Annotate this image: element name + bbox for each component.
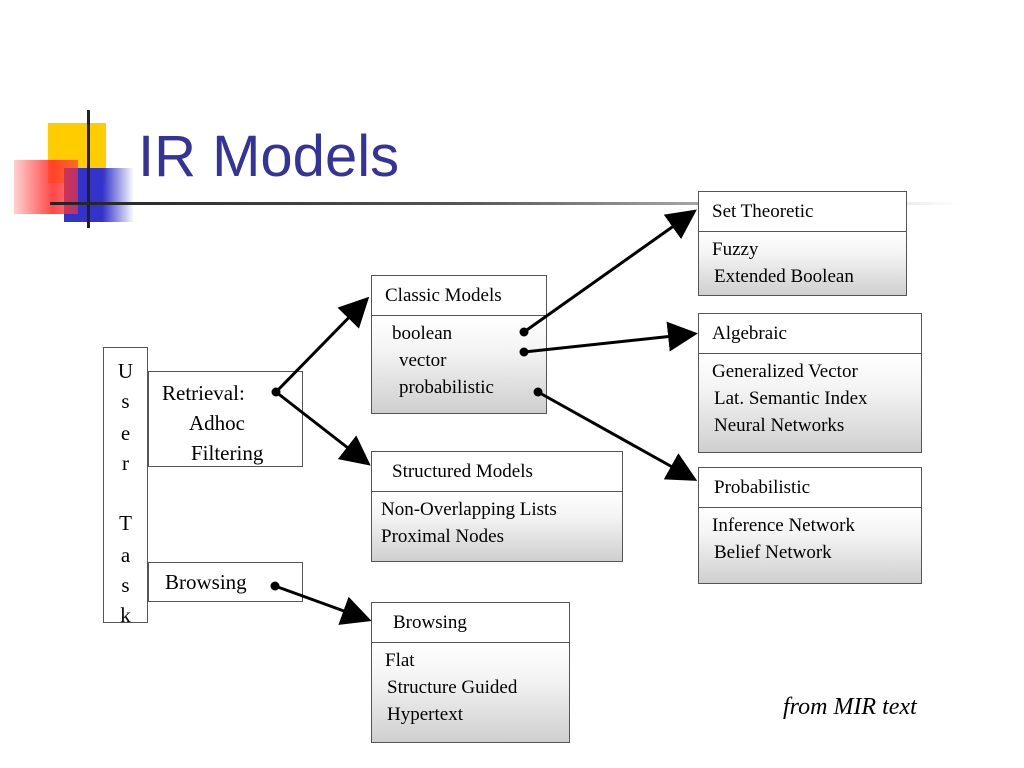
- probabilistic-header: Probabilistic: [699, 468, 921, 508]
- algebraic-item-lsi: Lat. Semantic Index: [714, 388, 868, 409]
- dot-vector: [519, 347, 529, 357]
- retrieval-adhoc: Adhoc: [189, 411, 245, 435]
- probabilistic-body: Inference Network Belief Network: [699, 508, 921, 583]
- browsing-item-flat: Flat: [385, 650, 415, 671]
- algebraic-body: Generalized Vector Lat. Semantic Index N…: [699, 354, 921, 452]
- structured-models-body: Non-Overlapping Lists Proximal Nodes: [372, 492, 622, 561]
- arrow-probabilistic-to-probabilistic: [537, 390, 698, 481]
- classic-item-vector: vector: [399, 350, 447, 371]
- set-theoretic-body: Fuzzy Extended Boolean: [699, 232, 906, 295]
- structured-models-header: Structured Models: [372, 452, 622, 492]
- browsing-task-label: Browsing: [165, 570, 247, 594]
- browsing-item-structure-guided: Structure Guided: [387, 677, 518, 698]
- classic-item-probabilistic: probabilistic: [399, 377, 494, 398]
- algebraic-header: Algebraic: [699, 314, 921, 354]
- deco-red-square: [14, 160, 78, 214]
- set-item-fuzzy: Fuzzy: [712, 239, 759, 260]
- user-task-letter: k: [120, 603, 131, 627]
- algebraic-item-generalized-vector: Generalized Vector: [712, 361, 858, 382]
- algebraic-item-neural-networks: Neural Networks: [714, 415, 845, 436]
- user-task-letter: e: [120, 421, 131, 445]
- set-theoretic-header: Set Theoretic: [699, 192, 906, 232]
- algebraic-box: Algebraic Generalized Vector Lat. Semant…: [698, 313, 922, 453]
- user-task-letter: r: [122, 451, 129, 475]
- retrieval-box: Retrieval: Adhoc Filtering: [148, 371, 303, 467]
- user-task-letter: s: [121, 573, 130, 597]
- page-title: IR Models: [138, 124, 400, 189]
- retrieval-label: Retrieval:: [162, 381, 245, 405]
- arrow-vector-to-algebraic: [523, 321, 698, 354]
- classic-models-body: boolean vector probabilistic: [372, 316, 546, 413]
- title-underline: [50, 202, 960, 205]
- source-credit: from MIR text: [783, 694, 917, 720]
- structured-item-non-overlapping: Non-Overlapping Lists: [381, 499, 557, 520]
- arrow-browsing-to-browsing-models: [274, 584, 372, 625]
- browsing-models-header: Browsing: [372, 603, 569, 643]
- structured-item-proximal: Proximal Nodes: [381, 526, 504, 547]
- dot-probabilistic: [533, 387, 543, 397]
- retrieval-filtering: Filtering: [191, 441, 264, 465]
- set-theoretic-box: Set Theoretic Fuzzy Extended Boolean: [698, 191, 907, 296]
- browsing-item-hypertext: Hypertext: [387, 704, 463, 725]
- dot-retrieval: [271, 387, 281, 397]
- arrow-retrieval-to-structured: [275, 390, 371, 466]
- probabilistic-item-inference-network: Inference Network: [712, 515, 855, 536]
- dot-browsing: [270, 581, 280, 591]
- probabilistic-box: Probabilistic Inference Network Belief N…: [698, 467, 922, 584]
- user-task-letter: s: [121, 389, 130, 413]
- classic-models-header: Classic Models: [372, 276, 546, 316]
- dot-boolean: [519, 327, 529, 337]
- arrow-retrieval-to-classic: [274, 296, 370, 394]
- browsing-task-box: Browsing: [148, 562, 303, 602]
- user-task-letter: T: [119, 511, 132, 535]
- set-item-extended-boolean: Extended Boolean: [714, 266, 854, 287]
- browsing-models-body: Flat Structure Guided Hypertext: [372, 643, 569, 742]
- structured-models-box: Structured Models Non-Overlapping Lists …: [371, 451, 623, 562]
- arrow-boolean-to-set-theoretic: [523, 209, 697, 334]
- user-task-letter: a: [120, 543, 131, 567]
- deco-vertical-line: [87, 110, 90, 228]
- classic-item-boolean: boolean: [392, 323, 453, 344]
- user-task-letter: U: [117, 359, 134, 383]
- browsing-models-box: Browsing Flat Structure Guided Hypertext: [371, 602, 570, 743]
- classic-models-box: Classic Models boolean vector probabilis…: [371, 275, 547, 414]
- probabilistic-item-belief-network: Belief Network: [714, 542, 832, 563]
